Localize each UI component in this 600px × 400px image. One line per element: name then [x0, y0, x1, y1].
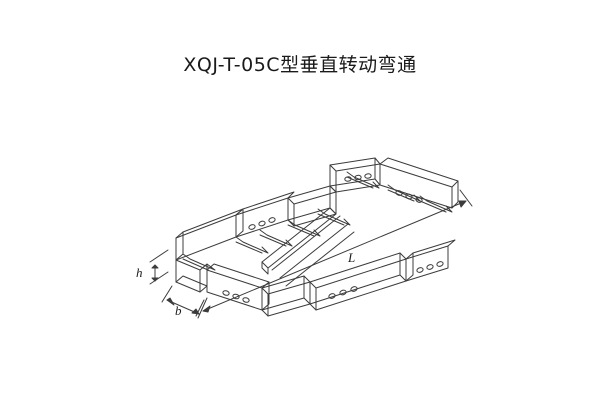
dimension-label-L: L [347, 250, 355, 265]
far-rail-segment-a [329, 157, 381, 193]
far-rail-segment-b [235, 191, 295, 238]
rotating-link-plates [261, 207, 355, 287]
dimension-label-b: b [175, 303, 182, 318]
dimension-h [149, 249, 169, 285]
page-title: XQJ-T-05C型垂直转动弯通 [183, 54, 417, 76]
dimension-label-h: h [136, 265, 143, 280]
tray-rungs [182, 171, 453, 271]
near-rail-long-run [309, 252, 407, 311]
dimension-L [197, 189, 473, 319]
cable-tray-svg: h b L [136, 157, 473, 319]
near-rail-end-right [405, 239, 456, 282]
far-rail-end-left [175, 208, 244, 261]
cable-tray-figure: h b L [0, 110, 600, 370]
dimension-b [161, 285, 205, 317]
